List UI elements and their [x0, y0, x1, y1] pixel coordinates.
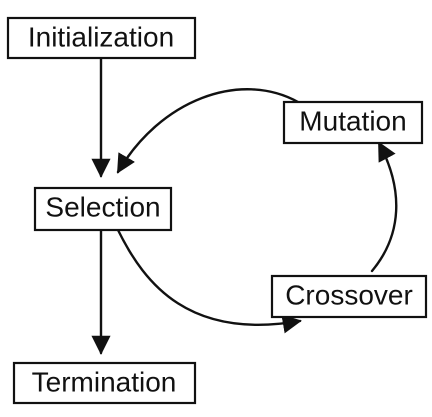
node-initialization-label: Initialization — [28, 21, 174, 52]
node-crossover-box — [270, 274, 428, 319]
node-termination-label: Termination — [32, 366, 177, 397]
node-mutation: Mutation — [282, 100, 424, 145]
edge-mutation-to-selection — [116, 88, 300, 174]
node-initialization-box — [6, 16, 197, 60]
node-crossover: Crossover — [270, 274, 428, 319]
edge-selection-to-crossover — [116, 228, 302, 334]
node-mutation-box — [282, 100, 424, 145]
edge-crossover-to-mutation — [370, 141, 398, 273]
node-selection-box — [33, 186, 173, 232]
node-termination-box — [12, 361, 197, 405]
node-selection: Selection — [33, 186, 173, 232]
node-crossover-label: Crossover — [285, 279, 413, 310]
node-selection-label: Selection — [45, 191, 160, 222]
node-termination: Termination — [12, 361, 197, 405]
node-initialization: Initialization — [6, 16, 197, 60]
node-mutation-label: Mutation — [299, 105, 406, 136]
